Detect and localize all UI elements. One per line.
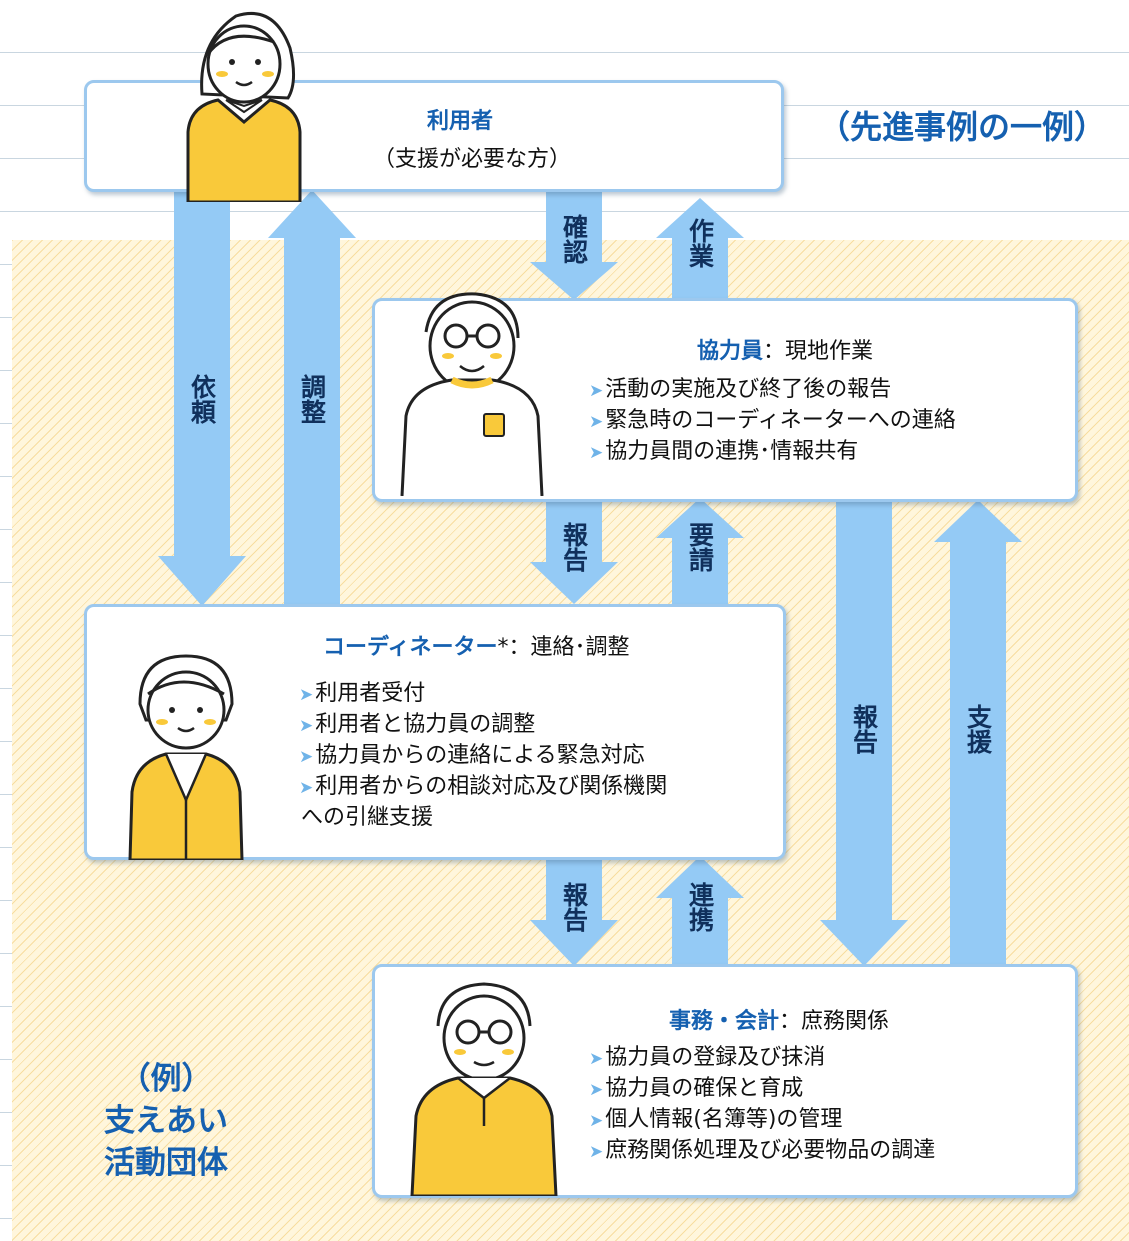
arrow-report-down-1 <box>530 500 618 604</box>
triangle-bullet-icon: ➤ <box>589 1049 604 1069</box>
arrow-label-request: 依頼 <box>187 374 217 424</box>
triangle-bullet-icon: ➤ <box>589 412 604 432</box>
user-subtitle: （支援が必要な方） <box>373 147 572 172</box>
user-title: 利用者 <box>427 109 494 134</box>
list-item: ➤協力員からの連絡による緊急対応 <box>299 743 645 768</box>
office-list: ➤協力員の登録及び抹消 ➤協力員の確保と育成 ➤個人情報(名簿等)の管理 ➤庶務… <box>589 1043 935 1167</box>
triangle-bullet-icon: ➤ <box>589 1142 604 1162</box>
arrow-label-confirm: 確認 <box>559 214 589 264</box>
arrow-report-down-2 <box>530 858 618 966</box>
coordinator-mark: * <box>497 635 509 660</box>
coordinator-role: ：連絡･調整 <box>508 635 630 660</box>
triangle-bullet-icon: ➤ <box>589 1080 604 1100</box>
arrow-report-long-down <box>820 500 908 966</box>
triangle-bullet-icon: ➤ <box>589 1111 604 1131</box>
office-person-illustration <box>410 982 558 1196</box>
arrow-demand-up <box>656 498 744 604</box>
organization-label: （例） 支えあい 活動団体 <box>86 1058 246 1184</box>
example-heading: （先進事例の一例） <box>818 108 1107 146</box>
arrow-request-down <box>158 192 246 606</box>
triangle-bullet-icon: ➤ <box>299 685 314 705</box>
coordinator-list: ➤利用者受付 ➤利用者と協力員の調整 ➤協力員からの連絡による緊急対応 ➤利用者… <box>299 679 667 833</box>
arrow-work-up <box>656 198 744 300</box>
cooperator-list: ➤活動の実施及び終了後の報告 ➤緊急時のコーディネーターへの連絡 ➤協力員間の連… <box>589 375 956 468</box>
arrow-adjust-up <box>268 190 356 606</box>
coordinator-person-illustration <box>128 654 244 860</box>
list-item: ➤活動の実施及び終了後の報告 <box>589 377 892 402</box>
coordinator-heading: コーディネーター*：連絡･調整 <box>323 629 629 661</box>
arrow-confirm-down <box>530 192 618 300</box>
cooperator-title: 協力員 <box>697 339 764 364</box>
triangle-bullet-icon: ➤ <box>589 443 604 463</box>
org-label-line: 支えあい <box>104 1103 228 1139</box>
org-label-line: 活動団体 <box>104 1145 228 1181</box>
triangle-bullet-icon: ➤ <box>299 778 314 798</box>
cooperator-person-illustration <box>400 292 544 496</box>
list-item: ➤利用者と協力員の調整 <box>299 712 536 737</box>
list-item: ➤個人情報(名簿等)の管理 <box>589 1107 843 1132</box>
office-role: ：庶務関係 <box>779 1009 890 1034</box>
arrow-label-work: 作業 <box>685 218 715 268</box>
arrow-label-demand: 要請 <box>685 522 715 572</box>
arrow-label-liaison: 連携 <box>685 882 715 932</box>
arrow-label-report-long: 報告 <box>849 704 879 754</box>
cooperator-heading: 協力員：現地作業 <box>697 333 873 365</box>
coordinator-box: コーディネーター*：連絡･調整 ➤利用者受付 ➤利用者と協力員の調整 ➤協力員か… <box>84 604 786 860</box>
list-item: ➤協力員間の連携･情報共有 <box>589 439 859 464</box>
user-person-illustration <box>186 11 302 202</box>
arrow-label-report-2: 報告 <box>559 882 589 932</box>
office-title: 事務・会計 <box>669 1009 780 1034</box>
org-label-line: （例） <box>119 1061 213 1097</box>
list-item: ➤緊急時のコーディネーターへの連絡 <box>589 408 956 433</box>
list-item: ➤協力員の確保と育成 <box>589 1076 804 1101</box>
arrow-label-support: 支援 <box>963 704 993 754</box>
list-item: ➤協力員の登録及び抹消 <box>589 1045 826 1070</box>
list-item: ➤利用者受付 <box>299 681 426 706</box>
list-item: ➤利用者からの相談対応及び関係機関 <box>299 774 668 799</box>
cooperator-role: ：現地作業 <box>763 339 874 364</box>
arrow-label-report-1: 報告 <box>559 522 589 572</box>
list-item-continuation: への引継支援 <box>301 805 434 830</box>
arrow-label-adjust: 調整 <box>297 374 327 424</box>
triangle-bullet-icon: ➤ <box>589 381 604 401</box>
triangle-bullet-icon: ➤ <box>299 747 314 767</box>
list-item: ➤庶務関係処理及び必要物品の調達 <box>589 1138 936 1163</box>
arrow-liaison-up <box>656 856 744 966</box>
triangle-bullet-icon: ➤ <box>299 716 314 736</box>
office-heading: 事務・会計：庶務関係 <box>669 1003 889 1035</box>
coordinator-title: コーディネーター <box>323 635 498 660</box>
arrow-support-long-up <box>934 500 1022 966</box>
